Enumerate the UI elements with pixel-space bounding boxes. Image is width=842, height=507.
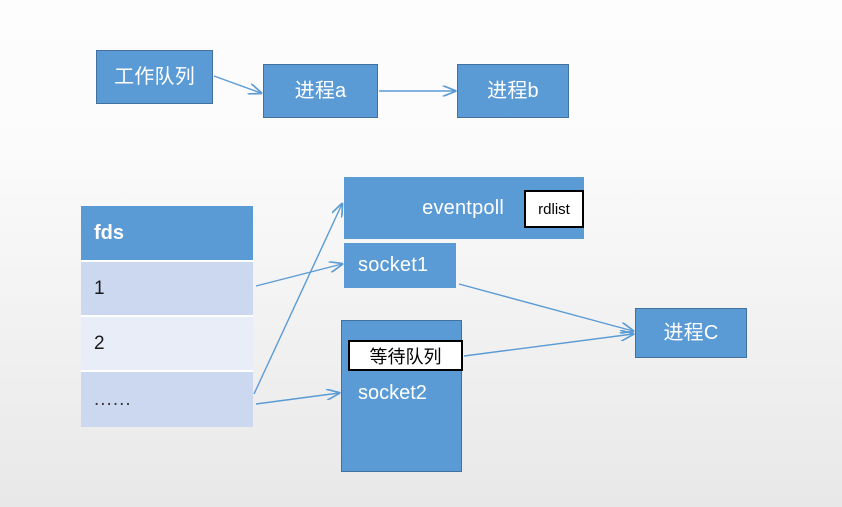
node-process-b-label: 进程b — [487, 79, 539, 102]
node-process-c-label: 进程C — [663, 321, 719, 344]
node-rdlist-label: rdlist — [538, 200, 570, 218]
node-process-c[interactable]: 进程C — [635, 308, 747, 358]
fds-table-cell-value: ...... — [94, 388, 132, 410]
node-work-queue-label: 工作队列 — [114, 65, 195, 88]
node-socket1[interactable]: socket1 — [344, 243, 456, 288]
node-process-a[interactable]: 进程a — [263, 64, 378, 118]
node-socket1-label: socket1 — [358, 254, 429, 277]
fds-table-row[interactable]: 1 — [81, 262, 253, 317]
fds-table-header: fds — [81, 206, 253, 262]
node-process-a-label: 进程a — [294, 79, 347, 102]
node-work-queue[interactable]: 工作队列 — [96, 50, 213, 104]
fds-table-cell-value: 1 — [94, 277, 105, 299]
arrow-work-queue-to-process-a — [213, 75, 261, 93]
node-wait-queue-label: 等待队列 — [369, 346, 442, 367]
arrow-fds-row1-to-socket1 — [255, 264, 342, 287]
fds-table-cell-value: 2 — [94, 332, 105, 354]
node-socket2-label: socket2 — [358, 382, 427, 404]
node-wait-queue[interactable]: 等待队列 — [348, 340, 463, 371]
fds-table: fds 1 2 ...... — [81, 206, 253, 428]
fds-table-header-label: fds — [94, 221, 124, 244]
arrow-socket1-to-process-c — [458, 283, 633, 331]
node-eventpoll-label: eventpoll — [422, 196, 504, 219]
fds-table-row[interactable]: 2 — [81, 317, 253, 372]
arrow-fds-dots-to-socket2 — [255, 393, 339, 405]
arrow-fds-dots-to-eventpoll — [253, 204, 342, 395]
node-process-b[interactable]: 进程b — [457, 64, 569, 118]
arrow-wait-queue-to-process-c — [463, 334, 633, 357]
node-rdlist[interactable]: rdlist — [524, 190, 584, 228]
fds-table-row[interactable]: ...... — [81, 372, 253, 427]
